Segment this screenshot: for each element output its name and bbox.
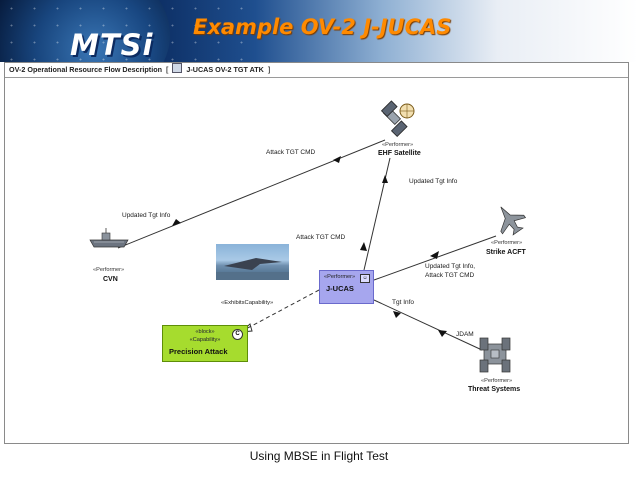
arrow-updated-right <box>382 175 388 183</box>
slide-title: Example OV-2 J-JUCAS <box>193 15 452 39</box>
jucas-label: J-UCAS <box>326 284 354 293</box>
flow-label-updated-tgt-info-left: Updated Tgt Info <box>122 212 171 219</box>
exhibits-capability-label: «ExhibitsCapability» <box>221 300 274 306</box>
flow-line-cvn-ehf <box>117 139 386 249</box>
exhibits-line <box>243 289 320 331</box>
arrow-strike <box>430 251 439 259</box>
flow-label-attack-tgt-cmd-mid: Attack TGT CMD <box>296 234 346 241</box>
earth-graphic <box>0 0 170 62</box>
flow-label-strike-1: Updated Tgt Info, <box>425 263 476 270</box>
slide-footer: Using MBSE in Flight Test <box>249 449 389 463</box>
diagram-tab-sub: J-UCAS OV-2 TGT ATK <box>186 65 264 74</box>
flow-label-strike-2: Attack TGT CMD <box>425 272 475 279</box>
cvn-label[interactable]: CVN <box>103 276 118 283</box>
flow-label-updated-tgt-info-right: Updated Tgt Info <box>409 178 458 185</box>
fighter-jet-icon <box>500 206 527 236</box>
cvn-stereotype: «Performer» <box>93 267 125 273</box>
starfield-graphic <box>0 0 260 62</box>
flow-line-jucas-threat <box>373 299 483 351</box>
capability-icon: C <box>232 329 243 340</box>
block-stereotype: «block» <box>195 329 215 335</box>
flow-label-jdam: JDAM <box>456 331 474 338</box>
mtsi-logo: MTSi <box>70 28 154 62</box>
diagram-frame: OV-2 Operational Resource Flow Descripti… <box>4 62 629 444</box>
flow-label-tgt-info: Tgt Info <box>392 299 415 306</box>
ehf-stereotype: «Performer» <box>382 142 414 148</box>
arrow-jdam <box>438 330 447 337</box>
diagram-icon <box>172 63 183 73</box>
ehf-satellite-label[interactable]: EHF Satellite <box>378 150 421 157</box>
diagram-tab-label: OV-2 Operational Resource Flow Descripti… <box>9 65 162 74</box>
jucas-aircraft-photo <box>216 244 289 280</box>
diagram-tab[interactable]: OV-2 Operational Resource Flow Descripti… <box>5 63 272 77</box>
arrow-attack-top <box>333 156 341 163</box>
tab-bracket-close: ] <box>267 65 271 74</box>
precision-attack-block[interactable]: «block» «Capability» C Precision Attack <box>162 325 248 362</box>
threat-system-icon <box>479 337 511 373</box>
arrow-tgt-info <box>393 311 401 318</box>
performer-icon: ☺ <box>360 274 370 283</box>
precision-attack-label: Precision Attack <box>169 347 228 356</box>
arrow-updated-left <box>172 219 181 226</box>
capability-stereotype: «Capability» <box>189 337 221 343</box>
jucas-performer-block[interactable]: «Performer» ☺ J-UCAS <box>319 270 374 304</box>
strike-acft-label[interactable]: Strike ACFT <box>486 249 526 256</box>
flow-label-attack-tgt-cmd-top: Attack TGT CMD <box>266 149 316 156</box>
tab-divider <box>5 77 628 78</box>
flow-line-jucas-ehf <box>363 157 391 271</box>
satellite-icon <box>380 100 415 138</box>
carrier-icon <box>89 228 129 248</box>
jucas-stereotype: «Performer» <box>324 274 356 280</box>
strike-stereotype: «Performer» <box>491 240 523 246</box>
aircraft-silhouette-icon <box>216 258 289 280</box>
threat-stereotype: «Performer» <box>481 378 513 384</box>
tab-bracket-open: [ <box>165 65 169 74</box>
arrow-attack-mid <box>360 242 367 251</box>
slide-header: MTSi Example OV-2 J-JUCAS <box>0 0 638 62</box>
threat-systems-label[interactable]: Threat Systems <box>468 386 521 393</box>
